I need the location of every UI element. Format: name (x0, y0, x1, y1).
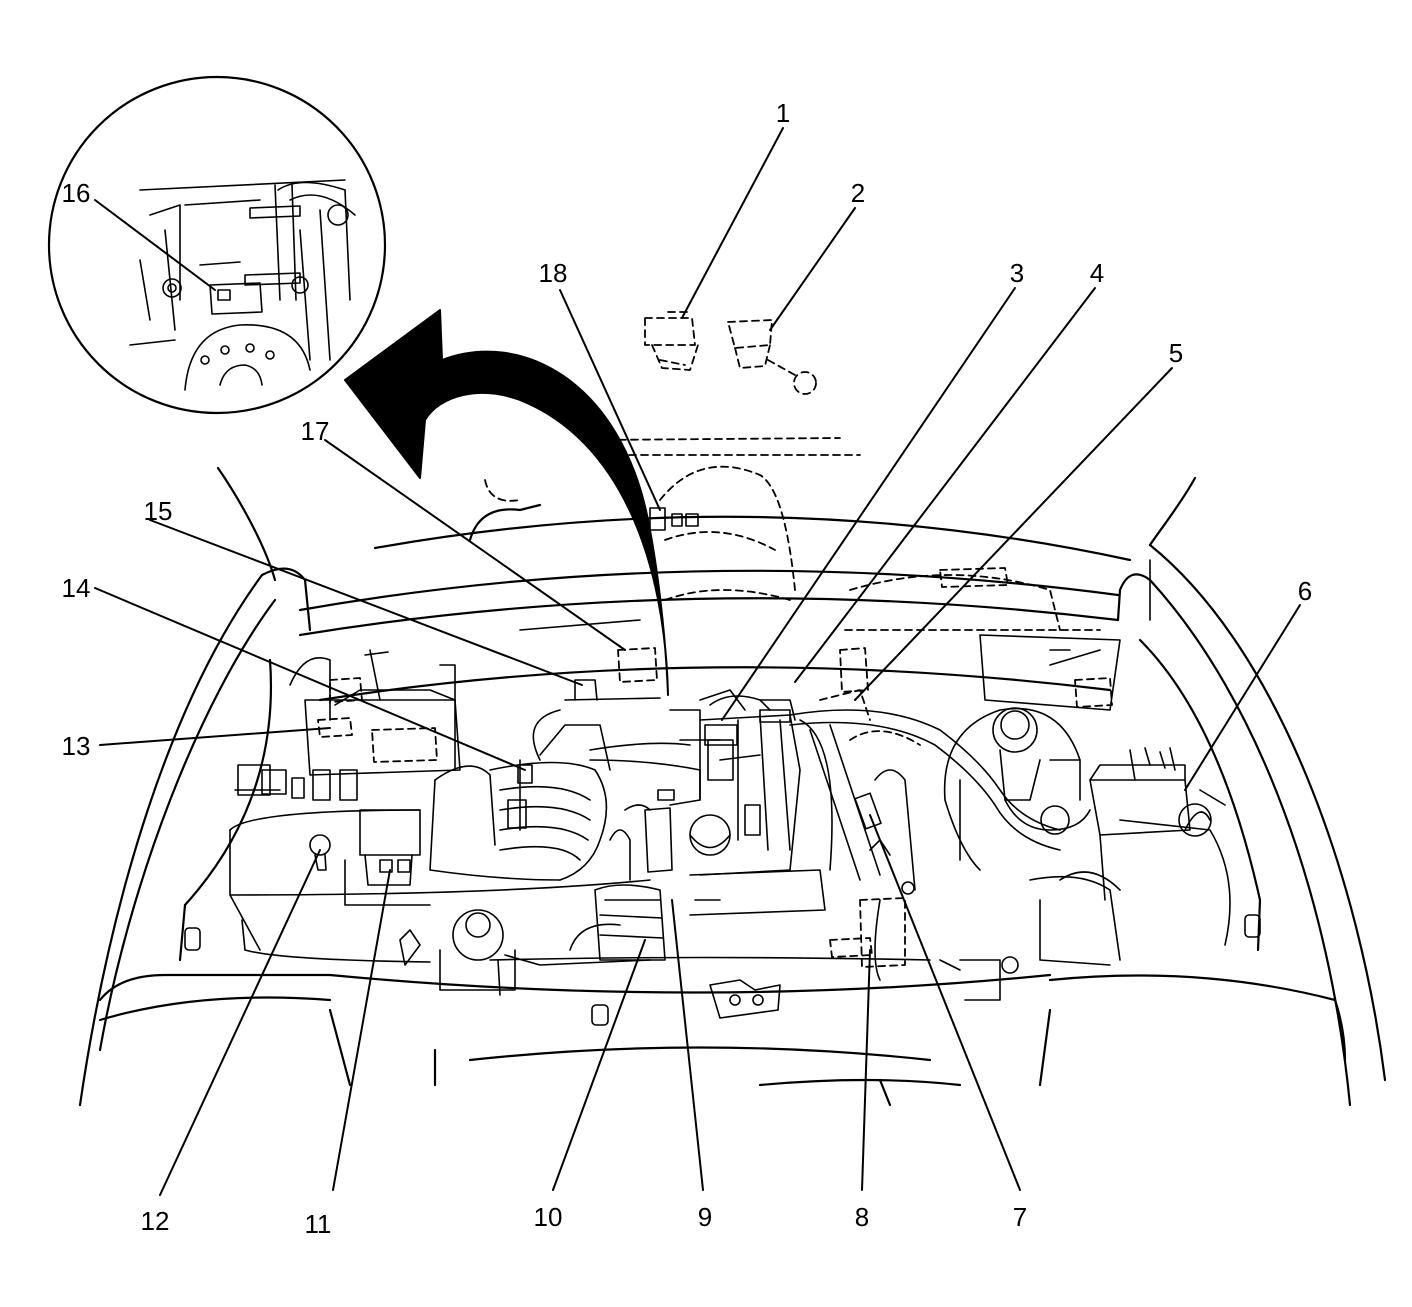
callout-17: 17 (301, 416, 330, 446)
leader-lines (94, 127, 1301, 1196)
leader-1 (681, 127, 784, 319)
engine-components (184, 437, 1261, 1026)
detail-inset (47, 75, 387, 415)
callout-13: 13 (62, 731, 91, 761)
leader-11 (332, 869, 391, 1191)
leader-3 (721, 287, 1016, 721)
leader-5 (854, 367, 1173, 701)
callout-12: 12 (141, 1206, 170, 1236)
vehicle-body (78, 466, 1387, 1107)
leader-16 (94, 199, 216, 291)
callout-3: 3 (1010, 258, 1024, 288)
callout-7: 7 (1013, 1202, 1027, 1232)
callout-15: 15 (144, 496, 173, 526)
leader-10 (552, 939, 646, 1191)
leader-9 (671, 899, 704, 1191)
callout-18: 18 (539, 258, 568, 288)
leader-13 (99, 727, 331, 746)
callout-1: 1 (776, 98, 790, 128)
leader-15 (149, 519, 583, 686)
callout-14: 14 (62, 573, 91, 603)
top-parts (644, 311, 817, 531)
callout-5: 5 (1169, 338, 1183, 368)
callout-16: 16 (62, 178, 91, 208)
curved-arrow (344, 309, 669, 696)
callout-labels: 1 2 3 4 5 6 7 8 9 10 11 12 13 14 15 16 1… (62, 98, 1313, 1239)
callout-11: 11 (305, 1209, 332, 1239)
callout-6: 6 (1298, 576, 1312, 606)
callout-2: 2 (851, 178, 865, 208)
leader-2 (769, 207, 856, 331)
callout-8: 8 (855, 1202, 869, 1232)
leader-6 (1184, 604, 1301, 791)
inset-circle (47, 75, 387, 415)
callout-10: 10 (534, 1202, 563, 1232)
leader-18 (559, 289, 661, 511)
leader-7 (869, 814, 1021, 1191)
callout-9: 9 (698, 1202, 712, 1232)
leader-17 (324, 439, 626, 651)
leader-14 (94, 587, 526, 771)
callout-4: 4 (1090, 258, 1104, 288)
leader-8 (861, 949, 871, 1191)
leader-4 (794, 287, 1096, 683)
leader-12 (159, 849, 321, 1196)
